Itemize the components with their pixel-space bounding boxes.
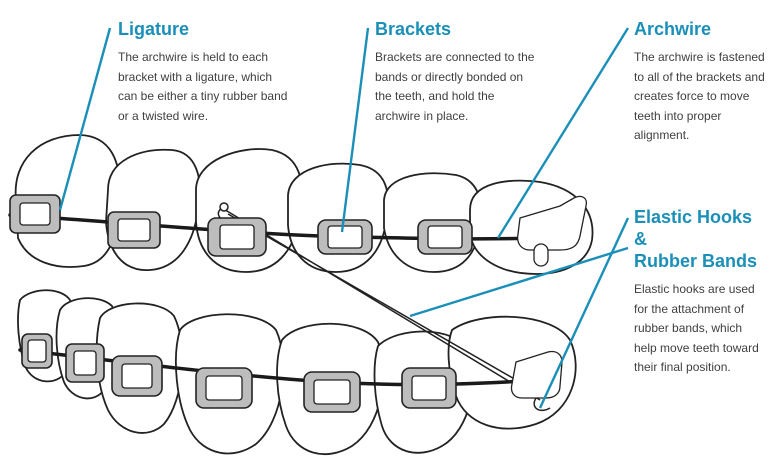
upper-teeth — [14, 134, 594, 275]
ligature-description: The archwire is held to each bracket wit… — [118, 50, 288, 123]
archwire-description: The archwire is fastened to all of the b… — [634, 50, 765, 142]
upper-tooth-4 — [287, 162, 390, 273]
elastic-title-line1: Elastic Hooks & — [634, 207, 753, 249]
hook-upper — [219, 202, 229, 212]
elastic-description: Elastic hooks are used for the attachmen… — [634, 282, 759, 374]
leader-lines — [58, 27, 630, 409]
upper-bracket-1 — [9, 194, 61, 234]
archwire-leader — [496, 27, 630, 239]
lower-bracket-2 — [65, 343, 105, 383]
upper-bracket-3 — [207, 217, 267, 257]
lower-brackets — [21, 333, 563, 413]
elastic-title-line2: Rubber Bands — [634, 251, 758, 271]
brackets-leader — [340, 27, 370, 233]
upper-brackets — [9, 194, 588, 267]
lower-bracket-1 — [21, 333, 53, 369]
upper-tooth-2 — [105, 148, 201, 271]
ligature-title: Ligature — [118, 19, 190, 39]
upper-molar-tube — [516, 195, 588, 267]
brackets-title: Brackets — [375, 19, 452, 39]
elastic-label: Elastic Hooks & Rubber Bands Elastic hoo… — [634, 206, 768, 378]
ligature-leader — [58, 27, 112, 211]
lower-bracket-4 — [195, 367, 253, 409]
upper-bracket-2 — [107, 211, 161, 249]
lower-bracket-6 — [401, 367, 457, 409]
rubber-band-leader — [409, 246, 629, 318]
lower-bracket-5 — [303, 371, 361, 413]
upper-bracket-4 — [317, 219, 373, 255]
lower-bracket-3 — [111, 355, 163, 397]
upper-bracket-5 — [417, 219, 473, 255]
brackets-description: Brackets are connected to the bands or d… — [375, 50, 535, 123]
archwire-title: Archwire — [634, 19, 712, 39]
elastic-hook-leader — [538, 217, 630, 409]
brackets-label: Brackets Brackets are connected to the b… — [375, 18, 540, 126]
archwire-label: Archwire The archwire is fastened to all… — [634, 18, 766, 146]
elastic-title: Elastic Hooks & Rubber Bands — [634, 206, 768, 272]
ligature-label: Ligature The archwire is held to each br… — [118, 18, 288, 126]
